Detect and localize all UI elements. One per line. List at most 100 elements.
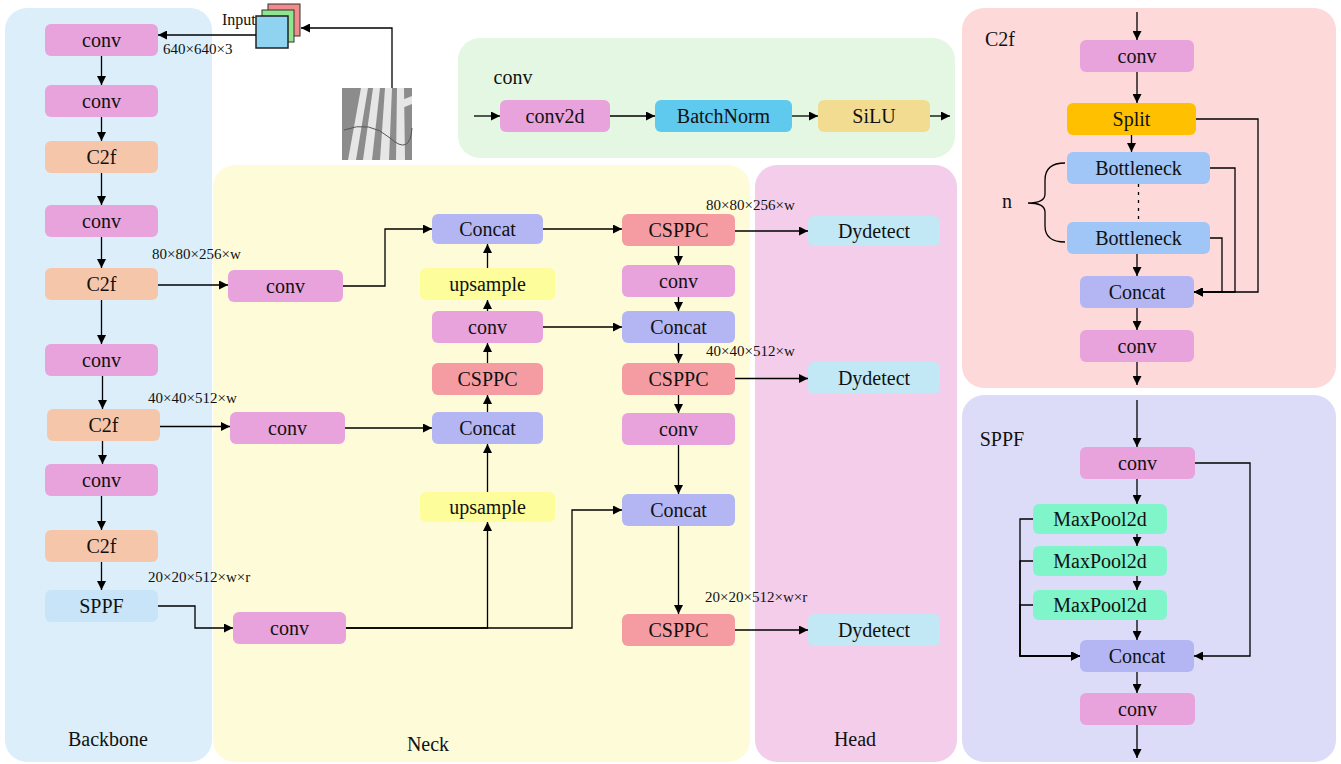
neck-panel: NeckConcatupsampleconvCSPPCConcatupsampl… — [213, 165, 750, 762]
module-box: conv — [1080, 693, 1195, 725]
module-box: conv — [230, 412, 345, 444]
panel-heading: Head — [834, 728, 876, 750]
dimension-label: 80×80×256×w — [152, 246, 241, 262]
module-label: upsample — [449, 496, 526, 518]
conv-detail-panel: convconv2dBatchNormSiLU — [458, 38, 955, 158]
flow-arrow — [487, 343, 488, 363]
module-box: C2f — [47, 409, 160, 441]
module-label: Dydetect — [838, 220, 910, 242]
module-label: conv — [82, 349, 121, 371]
label-slot: 640×640×3 — [163, 40, 232, 58]
module-box: Bottleneck — [1067, 222, 1210, 254]
panel-heading: Neck — [407, 733, 449, 755]
module-label: conv — [82, 210, 121, 232]
flow-arrow — [101, 496, 102, 530]
heading-slot: Backbone — [8, 728, 208, 750]
crosswalk-stripe — [402, 96, 412, 108]
module-box: conv — [45, 24, 158, 56]
repeat-count: n — [1002, 190, 1012, 212]
module-label: Bottleneck — [1095, 157, 1182, 179]
flow-arrow — [1136, 534, 1137, 546]
crosswalk-stripe — [363, 88, 380, 160]
backbone-panel: BackboneconvconvC2fconvC2fconvC2fconvC2f… — [5, 8, 212, 762]
module-label: conv — [82, 90, 121, 112]
module-box: CSPPC — [432, 363, 543, 395]
panel-heading: SPPF — [980, 428, 1025, 450]
flow-arrow — [101, 562, 102, 590]
flow-arrow — [487, 395, 488, 412]
module-label: Concat — [1109, 645, 1166, 667]
label-slot: 80×80×256×w — [152, 245, 241, 263]
module-label: CSPPC — [648, 619, 708, 641]
flow-arrow — [101, 56, 102, 85]
module-box: upsample — [420, 268, 555, 300]
module-box: conv — [622, 265, 735, 297]
module-label: Dydetect — [838, 367, 910, 389]
flow-arrow — [543, 228, 622, 229]
crack-line — [344, 126, 412, 145]
module-box: upsample — [420, 492, 555, 522]
module-label: conv — [659, 270, 698, 292]
module-box: BatchNorm — [655, 100, 792, 132]
flow-arrow — [678, 246, 679, 265]
module-box: conv — [45, 464, 158, 496]
c2f-out-arrow — [1136, 362, 1137, 385]
flow-arrow — [735, 230, 808, 231]
module-box: Concat — [622, 494, 735, 526]
flow-arrow — [792, 115, 818, 116]
flow-arrow — [487, 444, 488, 492]
module-label: SPPF — [79, 595, 124, 617]
conv-out-arrow — [930, 115, 950, 116]
module-label: CSPPC — [648, 368, 708, 390]
heading-slot: Neck — [328, 733, 528, 755]
label-slot: 80×80×256×w — [706, 196, 795, 214]
heading-slot: conv — [413, 66, 613, 88]
flow-arrow — [678, 297, 679, 311]
module-label: Split — [1113, 108, 1151, 130]
heading-slot: Head — [755, 728, 955, 750]
flow-arrow — [1136, 308, 1137, 330]
panel-heading: C2f — [985, 28, 1015, 50]
flow-arrow — [160, 426, 230, 427]
dimension-label: 20×20×512×w×r — [148, 569, 250, 585]
module-box: C2f — [45, 141, 158, 173]
module-label: Concat — [459, 218, 516, 240]
module-label: Concat — [1109, 281, 1166, 303]
module-box: SPPF — [45, 590, 158, 622]
c2f-in-arrow — [1136, 12, 1137, 40]
module-box: MaxPool2d — [1033, 546, 1167, 576]
flow-arrow — [158, 284, 228, 285]
module-label: conv — [82, 469, 121, 491]
c2f-detail-panel: C2fconvSplitBottleneckBottleneckConcatco… — [962, 8, 1336, 388]
dimension-label: 640×640×3 — [163, 41, 232, 57]
module-label: conv — [268, 417, 307, 439]
module-label: CSPPC — [648, 219, 708, 241]
module-box: Concat — [1080, 640, 1194, 672]
label-slot: 40×40×512×w — [148, 389, 237, 407]
flow-arrow — [735, 629, 808, 630]
module-box: conv — [45, 344, 158, 376]
module-box: conv — [1080, 40, 1194, 72]
module-label: CSPPC — [457, 368, 517, 390]
flow-arrow — [1136, 672, 1137, 693]
module-box: conv — [45, 205, 158, 237]
dimension-label: 40×40×512×w — [706, 343, 795, 359]
flow-arrow — [1131, 135, 1132, 152]
flow-arrow — [487, 244, 488, 268]
flow-arrow — [102, 441, 103, 464]
module-label: conv — [270, 617, 309, 639]
module-box: conv — [622, 413, 735, 445]
label-slot: n — [1002, 190, 1012, 212]
dimension-label: 20×20×512×w×r — [705, 589, 807, 605]
conv-in-arrow — [474, 115, 500, 116]
module-label: conv — [266, 275, 305, 297]
sppf-in-arrow — [1136, 400, 1137, 447]
module-box: Dydetect — [808, 216, 940, 246]
module-box: conv — [1080, 447, 1195, 479]
dimension-label: 40×40×512×w — [148, 390, 237, 406]
module-label: BatchNorm — [677, 105, 770, 127]
module-box: Concat — [432, 214, 543, 244]
module-label: Dydetect — [838, 619, 910, 641]
flow-arrow — [543, 326, 622, 327]
